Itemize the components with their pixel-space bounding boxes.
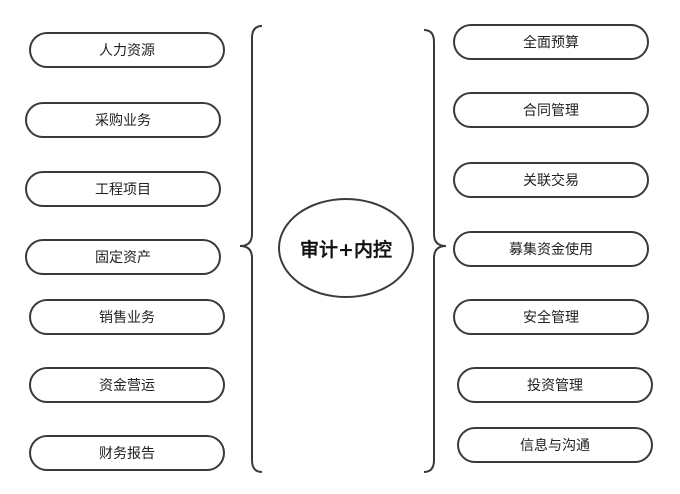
left-item-procurement: 采购业务 [25, 102, 221, 138]
left-brace [239, 25, 263, 473]
center-node: 审计+内控 [278, 198, 414, 298]
left-item-hr: 人力资源 [29, 32, 225, 68]
right-item-raised-funds: 募集资金使用 [453, 231, 649, 267]
left-item-fund-operations: 资金营运 [29, 367, 225, 403]
right-item-budget: 全面预算 [453, 24, 649, 60]
left-item-sales: 销售业务 [29, 299, 225, 335]
right-item-related-transactions: 关联交易 [453, 162, 649, 198]
right-brace [423, 29, 447, 473]
right-item-investment: 投资管理 [457, 367, 653, 403]
right-item-safety: 安全管理 [453, 299, 649, 335]
left-item-fixed-assets: 固定资产 [25, 239, 221, 275]
right-item-contract: 合同管理 [453, 92, 649, 128]
left-item-engineering: 工程项目 [25, 171, 221, 207]
left-item-financial-report: 财务报告 [29, 435, 225, 471]
right-item-information: 信息与沟通 [457, 427, 653, 463]
